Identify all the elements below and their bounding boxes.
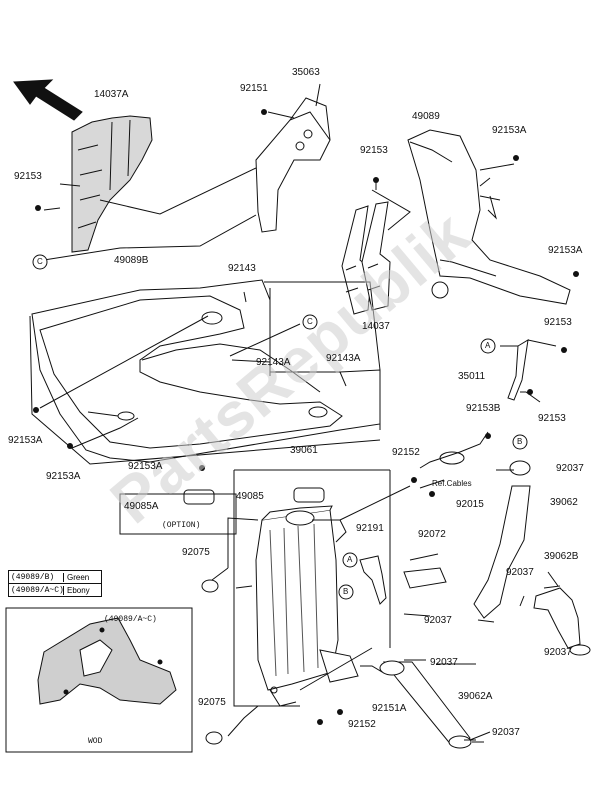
part-label-39062A: 39062A	[458, 691, 493, 702]
part-label-92037-6: 92037	[492, 727, 520, 738]
color-code: (49089/A~C)	[11, 585, 64, 595]
part-label-92072: 92072	[418, 529, 446, 540]
part-label-92152-top: 92152	[392, 447, 420, 458]
part-label-92037-2: 92037	[506, 567, 534, 578]
callout-c-1: C	[37, 257, 43, 266]
part-label-92153-r: 92153	[544, 317, 572, 328]
part-label-49089B: 49089B	[114, 255, 149, 266]
part-label-92037-4: 92037	[544, 647, 572, 658]
callout-b-2: B	[343, 587, 349, 596]
color-row: (49089/B) Green	[9, 571, 101, 584]
callout-c-2: C	[307, 317, 313, 326]
inset-shroud	[37, 617, 177, 705]
part-label-92191: 92191	[356, 523, 384, 534]
part-label-49089: 49089	[412, 111, 440, 122]
grille-14037	[341, 178, 411, 315]
shroud-49089	[407, 129, 571, 305]
part-label-92153-r2: 92153	[538, 413, 566, 424]
color-row: (49089/A~C) Ebony	[9, 584, 101, 596]
radiator-39061	[255, 505, 359, 707]
option-box-frame	[119, 493, 237, 535]
callout-a-2: A	[347, 555, 353, 564]
part-label-92143A-2: 92143A	[326, 353, 361, 364]
inset-caption: WOD	[88, 737, 103, 746]
part-label-92152-bottom: 92152	[348, 719, 376, 730]
part-label-14037A: 14037A	[94, 89, 129, 100]
color-table: (49089/B) Green (49089/A~C) Ebony	[8, 570, 102, 597]
part-label-35011: 35011	[458, 371, 486, 382]
inset-title: (49089/A~C)	[104, 615, 157, 624]
callout-b-1: B	[517, 437, 523, 446]
part-label-14037: 14037	[362, 321, 390, 332]
option-label: (OPTION)	[162, 521, 201, 530]
part-label-92037-1: 92037	[556, 463, 584, 474]
color-name: Green	[67, 572, 90, 582]
bracket-35063	[255, 97, 331, 233]
part-label-92153B: 92153B	[466, 403, 501, 414]
part-label-92143A-1: 92143A	[256, 357, 291, 368]
part-label-92153-mid: 92153	[360, 145, 388, 156]
part-label-92153A-1: 92153A	[492, 125, 527, 136]
part-label-92151A: 92151A	[372, 703, 407, 714]
part-label-49085A: 49085A	[124, 501, 159, 512]
color-name: Ebony	[67, 585, 90, 595]
part-label-49085: 49085	[236, 491, 264, 502]
ref-cables-note: Ref.Cables	[432, 479, 472, 488]
part-label-92015: 92015	[456, 499, 484, 510]
callout-a-1: A	[485, 341, 491, 350]
direction-arrow	[13, 79, 83, 121]
grommet-49085	[293, 487, 325, 503]
part-label-39062: 39062	[550, 497, 578, 508]
part-label-39061: 39061	[290, 445, 318, 456]
part-label-92153-left: 92153	[14, 171, 42, 182]
part-label-92153A-left: 92153A	[8, 435, 43, 446]
part-label-92153A-b2: 92153A	[46, 471, 81, 482]
part-label-92153A-bottom: 92153A	[128, 461, 163, 472]
part-label-92153A-2: 92153A	[548, 245, 583, 256]
part-label-92075-bottom: 92075	[198, 697, 226, 708]
part-label-35063: 35063	[292, 67, 320, 78]
part-label-92037-5: 92037	[430, 657, 458, 668]
shroud-panel-49089B	[31, 279, 381, 463]
part-label-92151: 92151	[240, 83, 268, 94]
shroud-14037A	[71, 115, 153, 253]
part-label-39062B: 39062B	[544, 551, 579, 562]
color-code: (49089/B)	[9, 572, 64, 582]
part-label-92037-3: 92037	[424, 615, 452, 626]
fastener-dots	[33, 109, 579, 725]
part-label-92143: 92143	[228, 263, 256, 274]
part-label-92075-top: 92075	[182, 547, 210, 558]
